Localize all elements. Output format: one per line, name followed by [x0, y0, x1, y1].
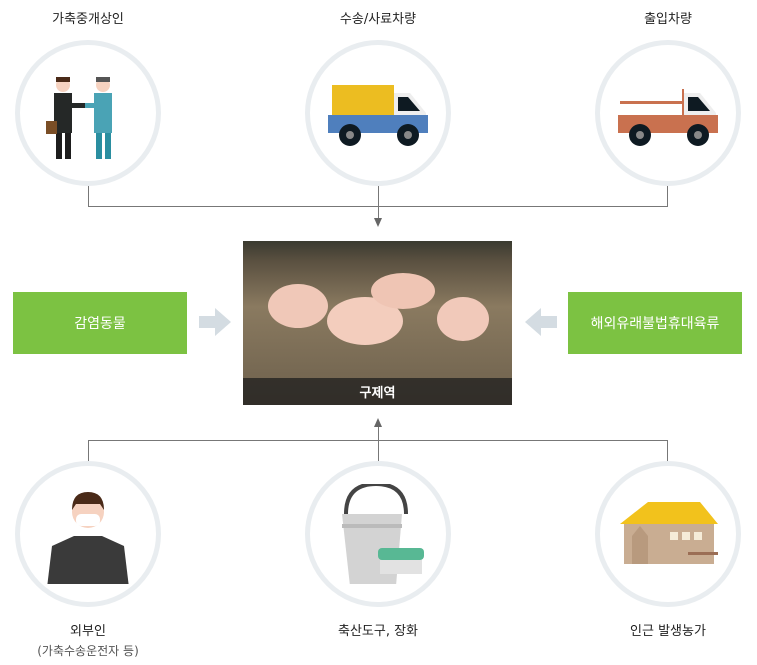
connector — [88, 440, 89, 461]
arrow-right-icon — [199, 308, 231, 336]
infected-animal-box: 감염동물 — [13, 292, 187, 354]
connector — [88, 186, 89, 206]
farm-circle — [595, 461, 741, 607]
connector — [667, 440, 668, 461]
pickup-truck-icon — [618, 89, 718, 146]
feed-truck-circle — [305, 40, 451, 186]
handshake-icon — [46, 77, 112, 159]
connector — [378, 427, 379, 461]
masked-person-icon — [47, 492, 129, 584]
connector — [667, 186, 668, 206]
photo-caption: 구제역 — [243, 378, 512, 405]
pigs-illustration — [268, 273, 489, 345]
tools-circle — [305, 461, 451, 607]
vehicle-circle — [595, 40, 741, 186]
outsider-circle — [15, 461, 161, 607]
connector — [88, 206, 668, 207]
arrow-up-icon — [374, 418, 382, 427]
bucket-brush-icon — [342, 484, 424, 584]
source-label-outsider: 외부인 — [70, 624, 106, 639]
connector — [378, 186, 379, 218]
source-sublabel-outsider: (가축수송운전자 등) — [37, 644, 139, 658]
source-label-vehicle: 출입차량 — [644, 12, 692, 27]
pigs-photo: 구제역 — [243, 241, 512, 405]
source-label-tools: 축산도구, 장화 — [337, 624, 419, 639]
source-label-farm: 인근 발생농가 — [630, 624, 706, 639]
source-label-dealer: 가축중개상인 — [52, 12, 124, 27]
illegal-meat-box: 해외유래불법휴대육류 — [568, 292, 742, 354]
connector — [88, 440, 668, 441]
source-label-feed-truck: 수송/사료차량 — [339, 12, 417, 27]
farmhouse-icon — [620, 502, 718, 564]
dealer-circle — [15, 40, 161, 186]
feed-truck-icon — [328, 85, 428, 146]
arrow-left-icon — [525, 308, 557, 336]
arrow-down-icon — [374, 218, 382, 227]
